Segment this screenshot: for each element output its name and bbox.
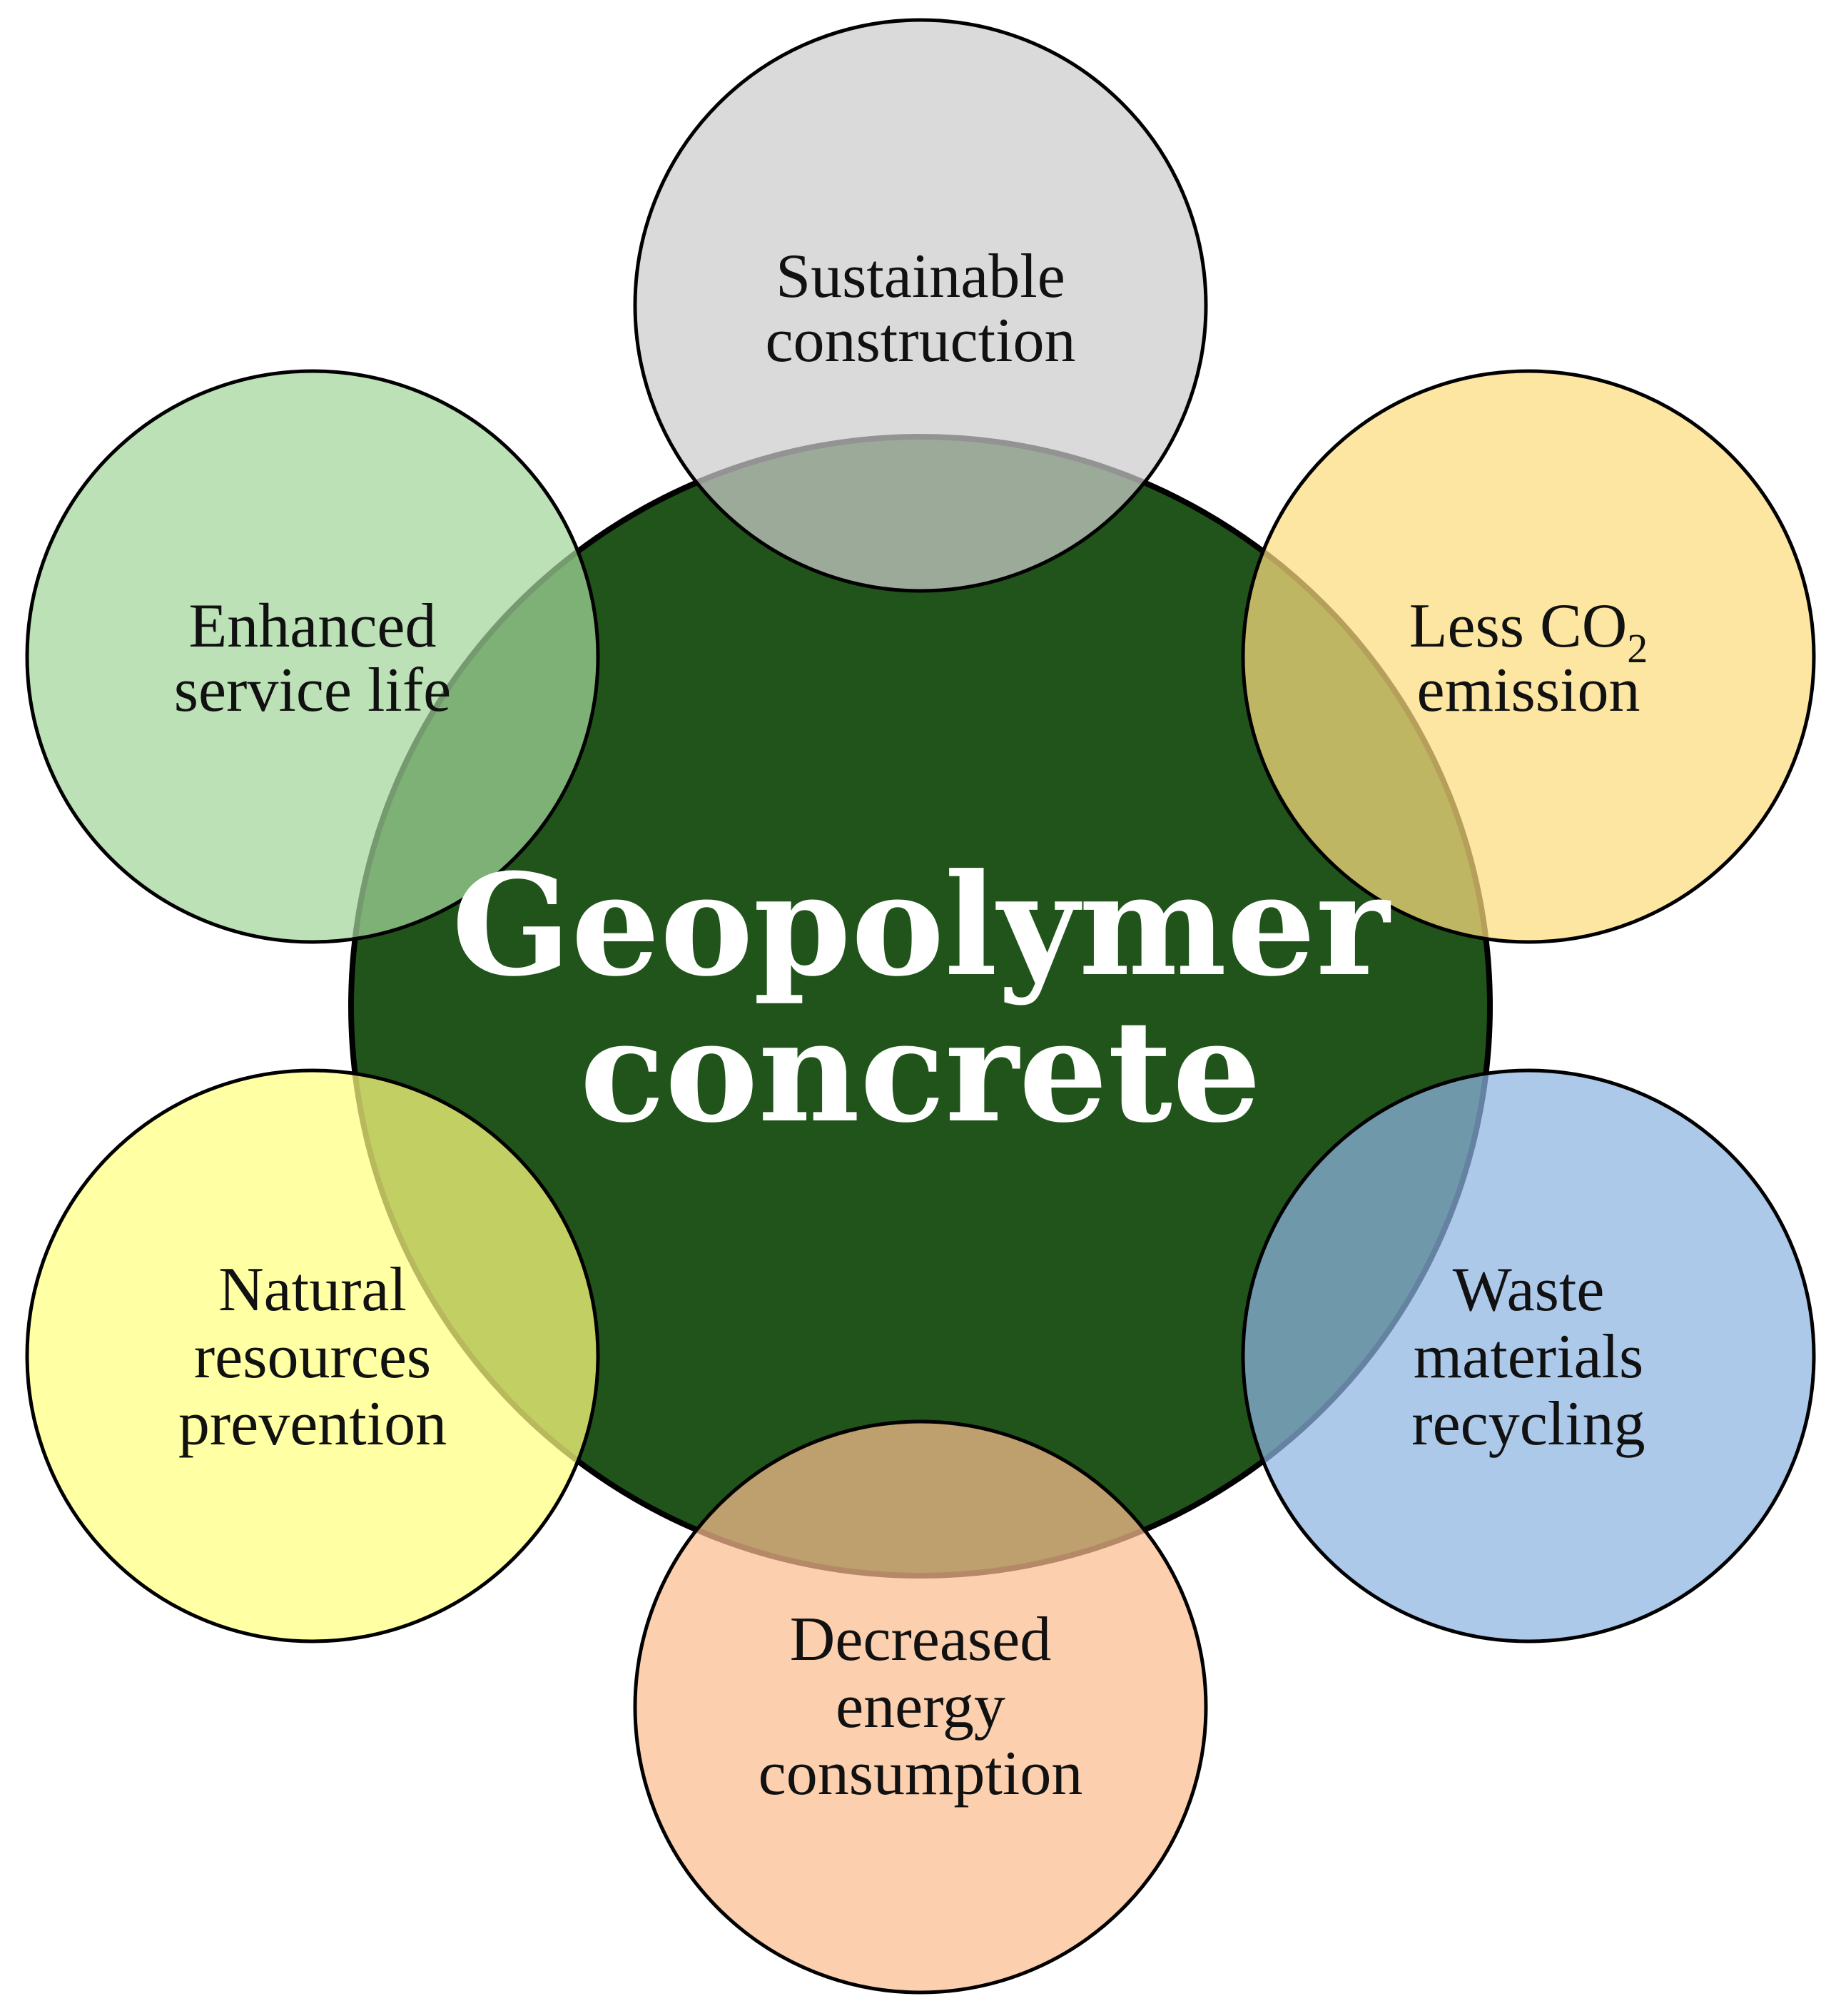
node-label-service-line1: Enhanced (189, 592, 437, 661)
node-label-service-line2: service life (174, 656, 451, 725)
node-circle-co2 (1241, 369, 1816, 944)
node-label-co2-line2: emission (1417, 656, 1640, 725)
node-circle-waste (1241, 1068, 1816, 1643)
co2-main-text: Less CO (1409, 592, 1628, 661)
node-label-co2-line1: Less CO2 (1409, 592, 1648, 672)
node-label-sustainable-line1: Sustainable (776, 242, 1065, 311)
node-label-waste-line3: recycling (1411, 1389, 1645, 1459)
center-title-line1: Geopolymer (452, 844, 1391, 1008)
node-label-waste-line2: materials (1414, 1322, 1644, 1392)
node-label-energy-line2: energy (836, 1672, 1005, 1741)
node-label-sustainable-line2: construction (765, 306, 1075, 375)
node-circle-energy (633, 1419, 1208, 1995)
center-title-line2: concrete (579, 990, 1261, 1154)
node-circle-sustainable (633, 18, 1208, 593)
node-circle-service (25, 369, 600, 944)
node-label-natural-line1: Natural (218, 1255, 407, 1324)
node-label-waste-line1: Waste (1453, 1255, 1605, 1324)
node-label-natural-line3: prevention (178, 1389, 447, 1459)
co2-subscript: 2 (1627, 625, 1648, 672)
node-label-energy-line1: Decreased (790, 1605, 1051, 1674)
node-circle-natural (25, 1068, 600, 1643)
node-label-energy-line3: consumption (759, 1739, 1083, 1808)
node-label-natural-line2: resources (194, 1322, 431, 1392)
